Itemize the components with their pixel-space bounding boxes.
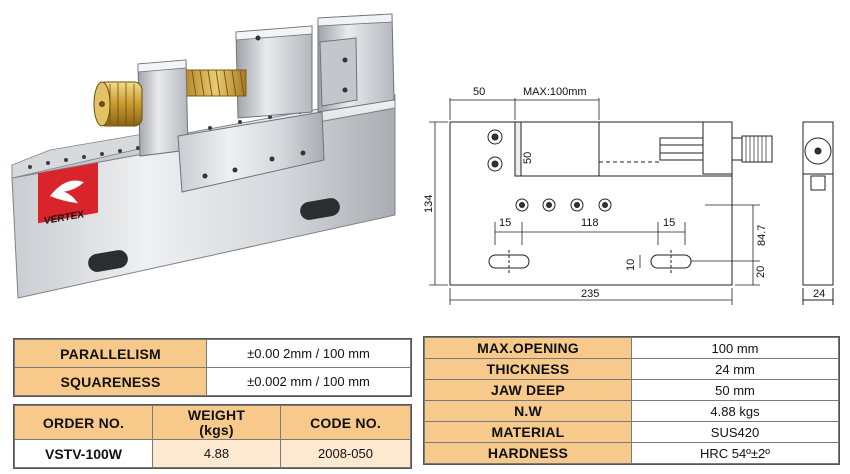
table-row: VSTV-100W 4.88 2008-050 — [14, 439, 411, 468]
dim-center-height: 84.7 — [756, 225, 768, 246]
hardness-value: HRC 54º±2º — [631, 442, 839, 464]
table-header-row: ORDER NO. WEIGHT (kgs) CODE NO. — [14, 405, 411, 440]
max-opening-value: 100 mm — [631, 337, 839, 359]
dim-overall-length: 235 — [581, 288, 599, 300]
spec-table: MAX.OPENING 100 mm THICKNESS 24 mm JAW D… — [423, 336, 840, 465]
lead-screw — [185, 69, 247, 97]
parallelism-label: PARALLELISM — [14, 339, 207, 368]
fixed-jaw — [317, 13, 395, 113]
jaw-screw-holes — [487, 129, 503, 172]
code-no-value: 2008-050 — [280, 439, 411, 468]
table-row: MAX.OPENING 100 mm — [424, 337, 839, 359]
table-row: HARDNESS HRC 54º±2º — [424, 442, 839, 464]
technical-drawing: 50 MAX:100mm 50 134 15 118 15 10 84.7 20… — [423, 86, 834, 305]
order-no-header: ORDER NO. — [14, 405, 153, 440]
nw-value: 4.88 kgs — [631, 400, 839, 422]
dim-hole-offset-right: 15 — [663, 217, 675, 229]
weight-value: 4.88 — [152, 439, 281, 468]
jaw-deep-label: JAW DEEP — [424, 379, 632, 401]
parallelism-value: ±0.00 2mm / 100 mm — [206, 339, 411, 368]
side-view — [802, 121, 834, 305]
dim-jaw-height: 50 — [522, 152, 534, 164]
movable-jaw — [235, 25, 313, 119]
code-no-header: CODE NO. — [280, 405, 411, 440]
squareness-value: ±0.002 mm / 100 mm — [206, 367, 411, 396]
material-label: MATERIAL — [424, 421, 632, 443]
jaw-plate — [177, 111, 325, 193]
dim-hole-spacing: 118 — [581, 217, 599, 229]
dim-overall-height: 134 — [423, 195, 435, 213]
max-opening-label: MAX.OPENING — [424, 337, 632, 359]
table-row: THICKNESS 24 mm — [424, 358, 839, 380]
squareness-label: SQUARENESS — [14, 367, 207, 396]
thickness-value: 24 mm — [631, 358, 839, 380]
weight-header: WEIGHT (kgs) — [152, 405, 281, 440]
dim-hole-offset-left: 15 — [499, 217, 511, 229]
material-value: SUS420 — [631, 421, 839, 443]
product-image: VERTEX — [11, 13, 396, 299]
table-row: PARALLELISM ±0.00 2mm / 100 mm — [14, 339, 411, 368]
dim-slot-width: 10 — [625, 259, 637, 271]
table-row: SQUARENESS ±0.002 mm / 100 mm — [14, 367, 411, 396]
nw-label: N.W — [424, 400, 632, 422]
front-holes — [515, 198, 612, 212]
dim-slot-height: 20 — [755, 266, 767, 278]
adjustment-knob — [93, 81, 143, 127]
dim-jaw-width: 50 — [473, 86, 485, 98]
order-no-value: VSTV-100W — [14, 439, 153, 468]
order-table: ORDER NO. WEIGHT (kgs) CODE NO. VSTV-100… — [13, 404, 412, 469]
weight-header-line2: (kgs) — [199, 421, 234, 438]
hardness-label: HARDNESS — [424, 442, 632, 464]
weight-header-line1: WEIGHT — [187, 406, 246, 423]
mounting-slots — [488, 250, 692, 273]
nut-block — [137, 59, 189, 157]
thickness-label: THICKNESS — [424, 358, 632, 380]
table-row: JAW DEEP 50 mm — [424, 379, 839, 401]
table-row: MATERIAL SUS420 — [424, 421, 839, 443]
table-row: N.W 4.88 kgs — [424, 400, 839, 422]
dim-thickness: 24 — [813, 288, 825, 300]
jaw-deep-value: 50 mm — [631, 379, 839, 401]
brand-logo: VERTEX — [38, 162, 98, 227]
dim-max-opening: MAX:100mm — [523, 86, 587, 98]
accuracy-table: PARALLELISM ±0.00 2mm / 100 mm SQUARENES… — [13, 338, 412, 397]
